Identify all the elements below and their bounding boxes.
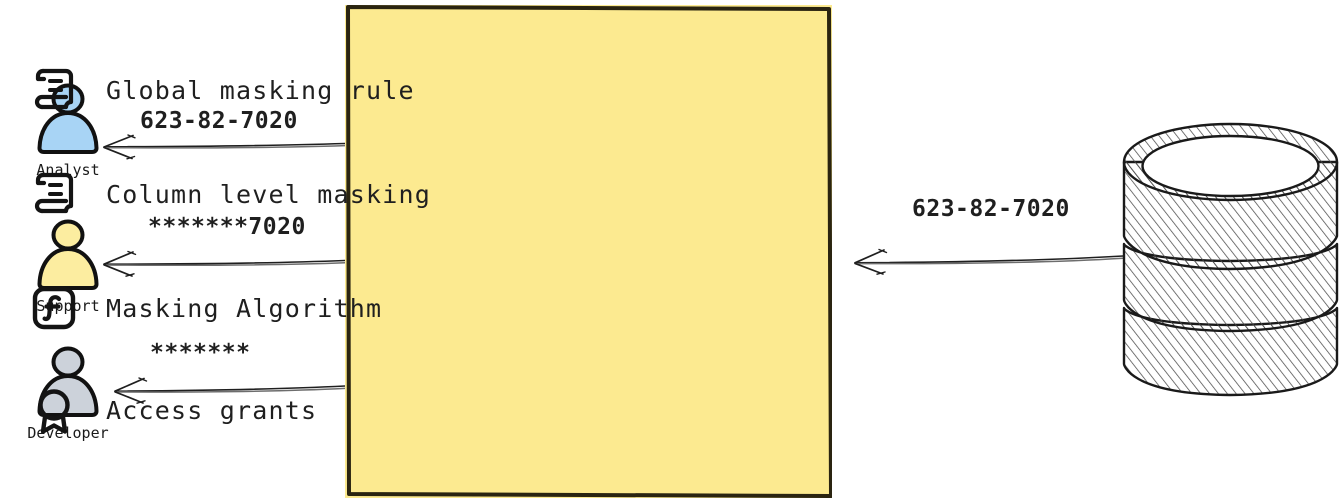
scroll-icon	[34, 68, 74, 110]
policy-row-label: Column level masking	[106, 179, 432, 209]
database-cylinder-icon[interactable]	[1118, 118, 1340, 406]
function-icon	[32, 286, 76, 330]
person-icon	[37, 346, 99, 417]
arrow-label-database: 623-82-7020	[912, 196, 1070, 222]
policy-row-label: Access grants	[106, 395, 318, 425]
policy-row-column-level-masking[interactable]: Column level masking	[30, 162, 431, 226]
consumer-developer[interactable]: Developer	[8, 345, 128, 442]
policy-row-label: Global masking rule	[106, 75, 415, 105]
arrow-label-analyst: 623-82-7020	[140, 108, 298, 134]
policy-row-global-masking-rule[interactable]: Global masking rule	[30, 58, 415, 122]
scroll-icon	[34, 172, 74, 214]
policy-panel	[345, 5, 832, 498]
arrow-left-icon-developer	[114, 377, 346, 404]
arrow-left-icon-database	[854, 248, 1124, 275]
arrow-left-icon-analyst	[103, 134, 346, 160]
policy-row-masking-algorithm[interactable]: Masking Algorithm	[30, 276, 382, 340]
award-icon	[38, 389, 70, 434]
arrow-label-developer: *******	[150, 340, 251, 366]
arrow-left-icon-support	[103, 250, 346, 277]
arrow-label-support: *******7020	[148, 214, 306, 240]
policy-row-access-grants[interactable]: Access grants	[30, 378, 317, 442]
policy-row-label: Masking Algorithm	[106, 293, 383, 323]
